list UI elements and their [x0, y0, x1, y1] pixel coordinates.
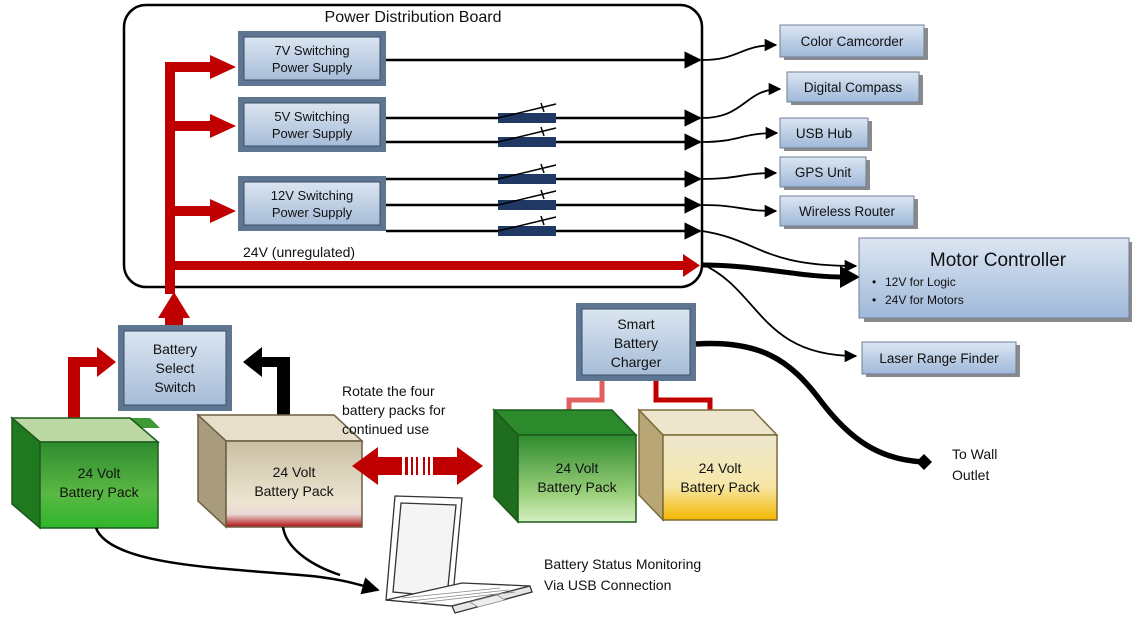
psu-12v: 12V Switching Power Supply — [238, 176, 386, 231]
device-usb-hub: USB Hub — [779, 117, 872, 151]
battery-1-line2: Battery Pack — [59, 484, 139, 500]
motor-controller-bullet-2-marker: • — [872, 293, 876, 307]
psu-5v-line1: 5V Switching — [274, 109, 349, 124]
psu-12v-line1: 12V Switching — [271, 188, 353, 203]
motor-power-line — [701, 262, 851, 280]
psu-7v-line2: Power Supply — [272, 60, 353, 75]
device-laser-label: Laser Range Finder — [879, 351, 999, 366]
motor-controller: Motor Controller • 12V for Logic • 24V f… — [858, 237, 1132, 322]
motor-controller-bullet-2: 24V for Motors — [885, 293, 964, 307]
smart-battery-charger: Smart Battery Charger — [576, 303, 696, 381]
device-compass-label: Digital Compass — [804, 80, 903, 95]
motor-controller-bullet-1: 12V for Logic — [885, 275, 956, 289]
wall-outlet-line1: To Wall — [952, 446, 997, 462]
battery-1-to-switch-arrow — [68, 347, 116, 428]
motor-controller-title: Motor Controller — [930, 250, 1067, 271]
battery-select-switch: Battery Select Switch — [118, 325, 232, 411]
rotate-arrow — [352, 447, 483, 485]
battery-pack-1: 24 Volt Battery Pack — [9, 416, 161, 530]
usb-cables — [94, 526, 380, 595]
switch-compass — [497, 102, 557, 123]
motor-controller-bullet-1-marker: • — [872, 275, 876, 289]
unregulated-label: 24V (unregulated) — [243, 244, 355, 260]
battery-4-line1: 24 Volt — [699, 460, 742, 476]
battery-pack-3: 24 Volt Battery Pack — [492, 408, 638, 524]
rotate-note-line3: continued use — [342, 421, 429, 437]
device-gps: GPS Unit — [779, 156, 870, 190]
battery-pack-4: 24 Volt Battery Pack — [637, 408, 779, 522]
wall-outlet-plug — [916, 454, 932, 470]
device-camcorder-label: Color Camcorder — [801, 34, 904, 49]
rotate-note-line1: Rotate the four — [342, 383, 435, 399]
board-title: Power Distribution Board — [325, 9, 502, 26]
battery-3-line1: 24 Volt — [556, 460, 599, 476]
psu-7v-line1: 7V Switching — [274, 43, 349, 58]
battery-select-line3: Switch — [154, 379, 195, 395]
battery-select-line2: Select — [156, 360, 195, 376]
charger-to-battery-4-arrow — [653, 381, 713, 418]
battery-2-line2: Battery Pack — [254, 483, 334, 499]
distribution-board — [122, 3, 704, 289]
switch-laser — [497, 215, 557, 236]
switch-usb-hub — [497, 126, 557, 147]
psu-12v-line2: Power Supply — [272, 205, 353, 220]
battery-1-line1: 24 Volt — [78, 465, 121, 481]
psu-5v-line2: Power Supply — [272, 126, 353, 141]
monitoring-line2: Via USB Connection — [544, 577, 671, 593]
switches — [497, 102, 557, 236]
rotate-note-line2: battery packs for — [342, 402, 446, 418]
device-connectors — [701, 38, 858, 363]
switch-router — [497, 189, 557, 210]
wall-outlet-cord — [695, 340, 925, 465]
device-usb-hub-label: USB Hub — [796, 126, 852, 141]
monitoring-line1: Battery Status Monitoring — [544, 556, 701, 572]
battery-select-line1: Battery — [153, 341, 197, 357]
motor-power-arrowhead — [840, 266, 860, 288]
charger-line2: Battery — [614, 335, 658, 351]
device-router: Wireless Router — [779, 195, 918, 229]
laptop-icon — [385, 495, 533, 614]
battery-2-to-switch-arrow — [243, 347, 290, 428]
select-to-bus-arrowhead — [158, 292, 190, 318]
charger-line1: Smart — [617, 316, 654, 332]
wall-outlet-line2: Outlet — [952, 467, 989, 483]
switch-gps — [497, 163, 557, 184]
charger-to-battery-3-arrow — [566, 381, 605, 418]
battery-2-line1: 24 Volt — [273, 464, 316, 480]
device-camcorder: Color Camcorder — [779, 24, 928, 60]
charger-line3: Charger — [611, 354, 662, 370]
psu-5v: 5V Switching Power Supply — [238, 97, 386, 152]
device-compass: Digital Compass — [786, 71, 923, 105]
battery-pack-2: 24 Volt Battery Pack — [196, 413, 364, 529]
device-laser: Laser Range Finder — [861, 341, 1020, 377]
power-bus — [165, 55, 700, 294]
battery-4-line2: Battery Pack — [680, 479, 760, 495]
device-router-label: Wireless Router — [799, 204, 896, 219]
psu-7v: 7V Switching Power Supply — [238, 31, 386, 86]
battery-3-line2: Battery Pack — [537, 479, 617, 495]
device-gps-label: GPS Unit — [795, 165, 852, 180]
